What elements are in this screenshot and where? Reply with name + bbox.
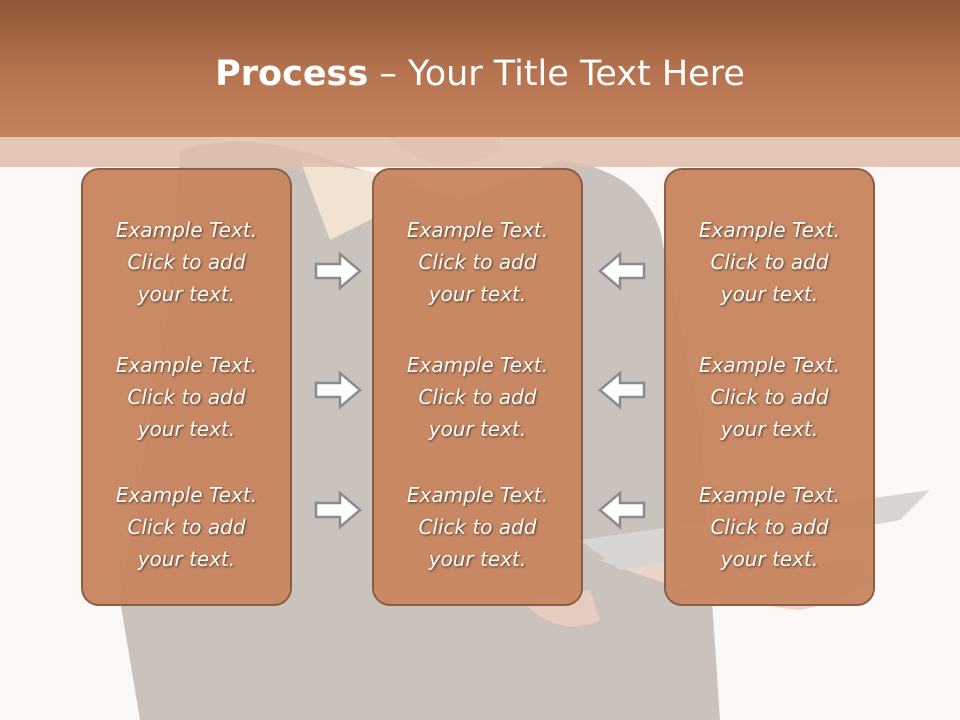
title-bold-part: Process [215, 54, 369, 94]
arrow-left-icon [598, 490, 646, 530]
process-box-center[interactable]: Example Text. Click to add your text. Ex… [372, 168, 583, 606]
placeholder-text[interactable]: Example Text. Click to add your text. [406, 483, 549, 571]
placeholder-text[interactable]: Example Text. Click to add your text. [115, 483, 258, 571]
placeholder-text[interactable]: Example Text. Click to add your text. [406, 353, 549, 441]
slide-title[interactable]: Process – Your Title Text Here [0, 50, 960, 98]
title-bar [0, 0, 960, 137]
arrow-right-icon [314, 370, 362, 410]
placeholder-text[interactable]: Example Text. Click to add your text. [406, 218, 549, 306]
placeholder-text[interactable]: Example Text. Click to add your text. [115, 218, 258, 306]
arrow-left-icon [598, 251, 646, 291]
title-divider-strip [0, 137, 960, 167]
process-box-right[interactable]: Example Text. Click to add your text. Ex… [664, 168, 875, 606]
placeholder-text[interactable]: Example Text. Click to add your text. [698, 218, 841, 306]
placeholder-text[interactable]: Example Text. Click to add your text. [698, 483, 841, 571]
arrow-right-icon [314, 251, 362, 291]
arrow-right-icon [314, 490, 362, 530]
placeholder-text[interactable]: Example Text. Click to add your text. [698, 353, 841, 441]
placeholder-text[interactable]: Example Text. Click to add your text. [115, 353, 258, 441]
title-rest-part: – Your Title Text Here [368, 54, 745, 94]
process-box-left[interactable]: Example Text. Click to add your text. Ex… [81, 168, 292, 606]
arrow-left-icon [598, 370, 646, 410]
